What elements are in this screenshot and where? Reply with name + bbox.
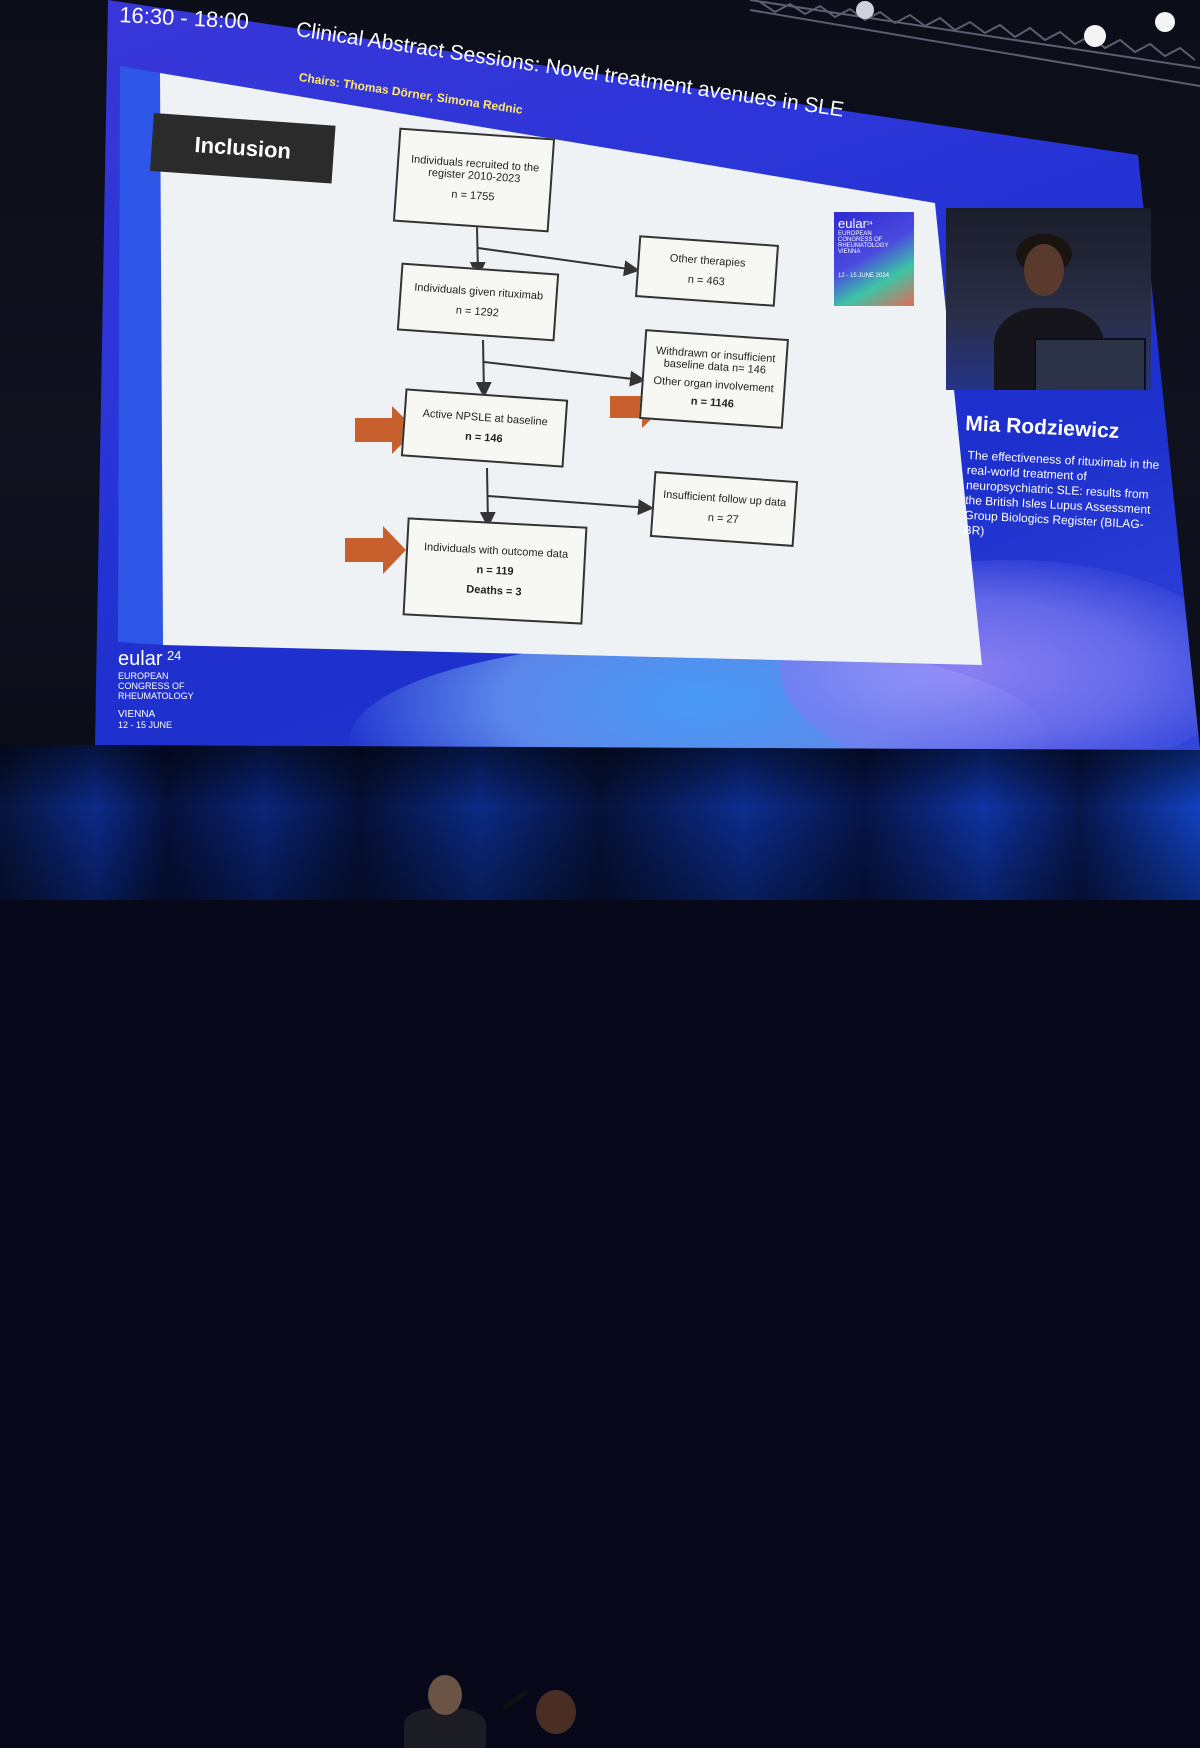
microphone-icon — [501, 1689, 529, 1711]
box-recruited: Individuals recruited to the register 20… — [392, 127, 556, 233]
presenter-face — [1024, 244, 1064, 296]
spotlight-icon — [1155, 12, 1175, 32]
box-outcome: Individuals with outcome data n = 119 De… — [402, 517, 588, 625]
box-active-npsle: Active NPSLE at baseline n = 146 — [400, 388, 569, 468]
box-other-therapies: Other therapies n = 463 — [635, 235, 779, 307]
stage-panel — [0, 830, 1200, 1748]
box-insufficient-followup: Insufficient follow up data n = 27 — [649, 471, 799, 547]
spotlight-icon — [856, 1, 874, 19]
box-rituximab: Individuals given rituximab n = 1292 — [396, 262, 560, 342]
speaker-video — [946, 208, 1151, 390]
lectern-monitor — [1034, 338, 1146, 390]
panelist-2 — [536, 1690, 576, 1734]
talk-title: The effectiveness of rituximab in the re… — [963, 448, 1160, 538]
stage-backdrop — [0, 745, 1200, 900]
box-withdrawn: Withdrawn or insufficient baseline data … — [639, 329, 789, 429]
eular-logo: eular24 EUROPEAN CONGRESS OF RHEUMATOLOG… — [834, 212, 914, 306]
lighting-truss — [749, 0, 1200, 87]
spotlight-icon — [1084, 25, 1106, 47]
footer-logo: eular 24 EUROPEAN CONGRESS OF RHEUMATOLO… — [118, 648, 194, 730]
